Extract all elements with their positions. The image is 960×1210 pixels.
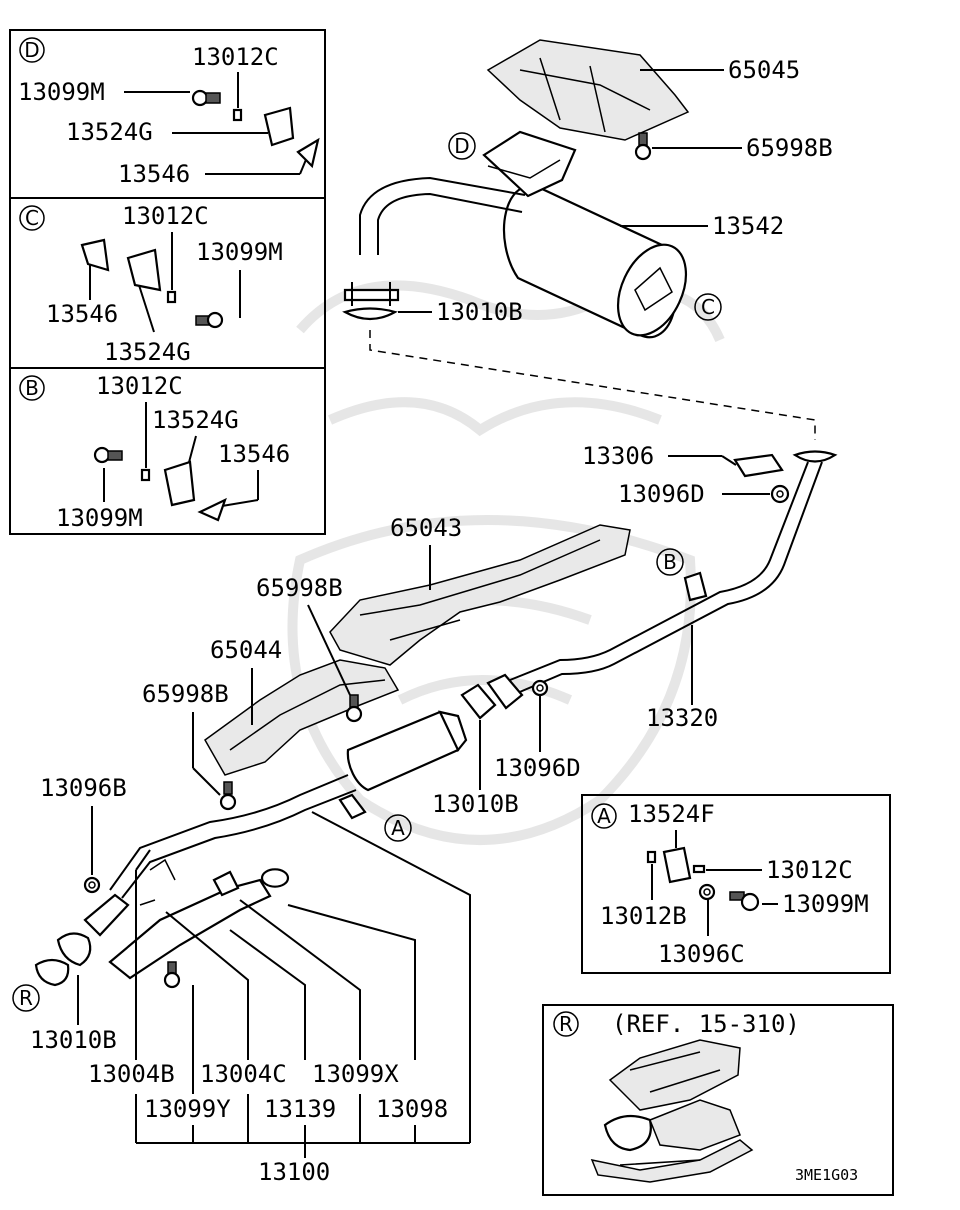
- label-13306: 13306: [582, 442, 654, 470]
- detail-box-d: D 13012C 13099M 13524G 13546: [9, 29, 326, 199]
- label-13010b-low: 13010B: [30, 1026, 117, 1054]
- flange-center-pipe-icon: [486, 673, 524, 710]
- label-13099m: 13099M: [196, 238, 283, 266]
- gasket-13010b-top-icon: [342, 307, 398, 321]
- label-13546: 13546: [118, 160, 190, 188]
- callout-r: R: [19, 986, 33, 1010]
- callout-b: B: [663, 550, 677, 574]
- hanger-13546-icon: [80, 238, 110, 272]
- label-65043: 65043: [390, 514, 462, 542]
- bracket-13524g-icon: [263, 106, 295, 147]
- bolt-13099y-icon: [163, 961, 181, 989]
- bolt-13099m-icon: [191, 89, 221, 107]
- bolt-65998b-top-icon: [634, 132, 652, 161]
- label-13098: 13098: [376, 1095, 448, 1123]
- label-13099y: 13099Y: [144, 1095, 231, 1123]
- label-13012c: 13012C: [192, 43, 279, 71]
- label-13524g: 13524G: [66, 118, 153, 146]
- label-13099m: 13099M: [56, 504, 143, 532]
- callout-a: A: [391, 816, 405, 840]
- bolt-65998b-mid-icon: [345, 694, 363, 723]
- bolt-13099m-icon: [93, 446, 123, 464]
- label-13100: 13100: [258, 1158, 330, 1186]
- label-13320: 13320: [646, 704, 718, 732]
- label-13010b-mid: 13010B: [432, 790, 519, 818]
- label-13546: 13546: [218, 440, 290, 468]
- detail-d-letter: D: [24, 38, 39, 62]
- detail-box-a: A 13524F 13012C 13099M 13012B 13096C: [581, 794, 891, 974]
- heat-shield-65045: [486, 39, 690, 141]
- label-13096b: 13096B: [40, 774, 127, 802]
- main-muffler-13542: [359, 130, 688, 339]
- bolt-13099m-icon: [195, 311, 224, 329]
- bolt-13099m-icon: [729, 891, 760, 912]
- nut-13096d-low-icon: [531, 679, 549, 697]
- label-13524g: 13524G: [152, 406, 239, 434]
- label-13096d-top: 13096D: [618, 480, 705, 508]
- center-pipe-13320: [509, 461, 823, 695]
- gasket-13010b-low-icon: [34, 958, 70, 987]
- label-65998b-low: 65998B: [142, 680, 229, 708]
- bolt-65998b-low-icon: [219, 781, 237, 811]
- label-65044: 65044: [210, 636, 282, 664]
- label-13139: 13139: [264, 1095, 336, 1123]
- bracket-13524g-icon: [126, 248, 162, 292]
- label-13012b: 13012B: [600, 902, 687, 930]
- pin-13012b-icon: [646, 850, 657, 864]
- reference-letter: R: [559, 1012, 573, 1036]
- detail-b-letter: B: [25, 376, 39, 400]
- label-13004b: 13004B: [88, 1060, 175, 1088]
- detail-c-letter: C: [25, 206, 39, 230]
- detail-box-b: B 13012C 13524G 13546 13099M: [9, 367, 326, 535]
- flange-13320-rear-icon: [792, 450, 838, 463]
- center-resonator-13100: [56, 710, 468, 980]
- insulator-13306-icon: [733, 453, 784, 478]
- heat-shield-65044: [204, 659, 400, 776]
- hanger-13546-icon: [197, 497, 227, 522]
- heat-shield-65043: [329, 524, 631, 666]
- pin-13012c-icon: [692, 864, 706, 874]
- label-13012c: 13012C: [122, 202, 209, 230]
- label-13524f: 13524F: [628, 800, 715, 828]
- reference-text: (REF. 15-310): [612, 1010, 800, 1038]
- nut-13096b-icon: [83, 876, 101, 894]
- label-13012c: 13012C: [96, 372, 183, 400]
- label-13096d-low: 13096D: [494, 754, 581, 782]
- label-65998b-mid: 65998B: [256, 574, 343, 602]
- label-13096c: 13096C: [658, 940, 745, 968]
- label-65998b-top: 65998B: [746, 134, 833, 162]
- detail-a-letter: A: [597, 804, 611, 828]
- callout-d: D: [454, 134, 469, 158]
- callout-c: C: [701, 295, 715, 319]
- pin-13012c-icon: [140, 468, 151, 482]
- detail-box-c: C 13012C 13099M 13546 13524G: [9, 197, 326, 369]
- pin-13012c-icon: [166, 290, 177, 304]
- bracket-13524g-icon: [163, 460, 196, 507]
- hanger-13546-icon: [296, 137, 320, 169]
- label-13524g: 13524G: [104, 338, 191, 366]
- label-13099m: 13099M: [18, 78, 105, 106]
- manifold-heat-shield-icon: [590, 1039, 754, 1183]
- pin-13012c-icon: [232, 108, 243, 122]
- bracket-13524f-icon: [662, 846, 692, 884]
- nut-13096c-icon: [698, 883, 716, 901]
- label-13012c: 13012C: [766, 856, 853, 884]
- label-13010b-top: 13010B: [436, 298, 523, 326]
- gasket-13010b-mid-icon: [460, 683, 497, 720]
- label-65045: 65045: [728, 56, 800, 84]
- diagram-code: 3ME1G03: [795, 1166, 858, 1184]
- reference-box-r: R (REF. 15-310) 3ME1G03: [542, 1004, 894, 1196]
- nut-13096d-top-icon: [770, 484, 790, 504]
- label-13099x: 13099X: [312, 1060, 399, 1088]
- label-13004c: 13004C: [200, 1060, 287, 1088]
- label-13546: 13546: [46, 300, 118, 328]
- label-13099m: 13099M: [782, 890, 869, 918]
- label-13542: 13542: [712, 212, 784, 240]
- flange-top-icon: [343, 282, 400, 306]
